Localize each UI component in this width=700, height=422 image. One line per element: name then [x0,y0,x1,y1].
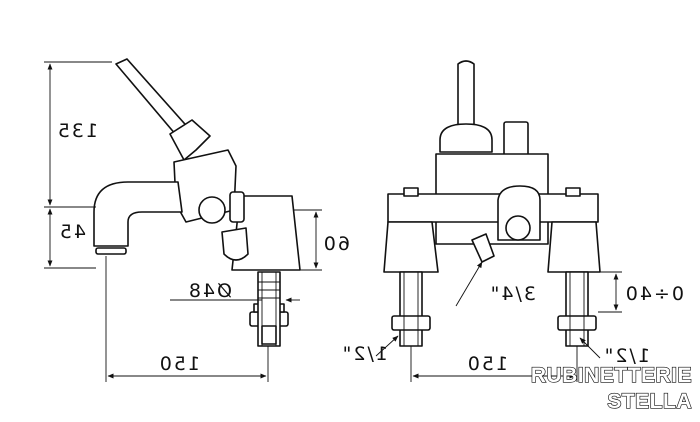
dim-diameter-48: Ø48 [187,280,232,302]
front-thread [403,272,585,346]
lever-joint [169,119,211,161]
front-shank-nut-left [391,315,431,331]
front-outlet [471,233,495,263]
front-shank-left [399,271,423,347]
brand-name-line-2: STELLA [607,390,692,413]
dim-outlet-thread: 3/4" [489,283,536,305]
front-crossbar [387,193,599,223]
front-shank-nut-right [557,315,597,331]
dim-width-150-left: 150 [158,353,200,375]
dim-connection-left: 1/2" [341,343,388,365]
front-nut-left [403,187,419,197]
shank-tail [261,325,277,345]
hose-connector [221,227,249,261]
dim-connection-right: 1/2" [603,345,650,367]
dim-adjustment-range: 0÷40 [624,283,684,305]
brand-name-line-1: RUBINETTERIE [530,364,692,387]
front-shank-right [565,271,589,347]
spout-outlet [95,247,127,255]
front-dimensions [375,261,622,382]
dim-height-45: 45 [58,221,86,243]
dim-width-150-right: 150 [466,353,508,375]
side-view [93,58,301,347]
dim-height-60: 60 [322,233,350,255]
diverter-knob [198,196,226,224]
front-leg-left [383,221,439,273]
front-lever-base [439,123,493,153]
front-diverter-knob [505,215,531,241]
front-view [383,60,601,347]
front-nut-right [565,187,581,197]
diverter-cap [229,191,245,223]
front-leg-right [547,221,601,273]
spout [93,181,183,247]
side-dimensions [44,61,322,382]
dim-height-135: 135 [56,120,98,142]
front-button [503,121,529,157]
